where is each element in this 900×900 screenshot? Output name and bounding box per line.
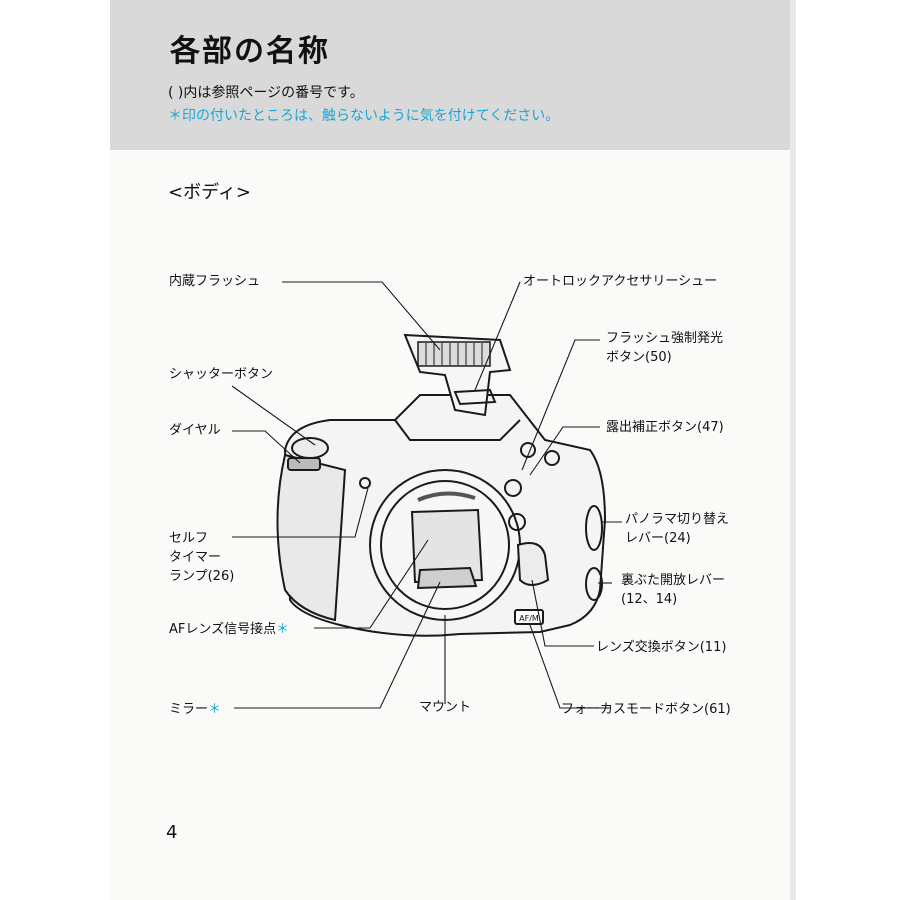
label-lens-release: レンズ交換ボタン(11) bbox=[596, 640, 727, 655]
caution-star: ＊ bbox=[276, 622, 290, 637]
label-exposure-comp: 露出補正ボタン(47) bbox=[606, 420, 724, 435]
label-self-timer-line2: タイマー bbox=[169, 550, 222, 565]
label-autolock-shoe: オートロックアクセサリーシュー bbox=[523, 274, 718, 289]
header-band: 各部の名称 ( )内は参照ページの番号です。 ＊印の付いたところは、触らないよう… bbox=[110, 0, 790, 150]
label-self-timer-line1: セルフ bbox=[169, 531, 209, 546]
caution-note: ＊印の付いたところは、触らないように気を付けてください。 bbox=[168, 108, 560, 124]
label-self-timer-line3: ランプ(26) bbox=[169, 569, 235, 584]
label-shutter-button: シャッターボタン bbox=[169, 367, 274, 382]
label-af-contacts: AFレンズ信号接点＊ bbox=[169, 622, 290, 637]
focus-mode-button-shape bbox=[514, 609, 544, 625]
dial-shape bbox=[287, 457, 321, 471]
label-panorama-line1: パノラマ切り替え bbox=[625, 512, 730, 527]
label-back-cover-line1: 裏ぶた開放レバー bbox=[621, 573, 726, 588]
page-number: 4 bbox=[166, 822, 178, 843]
label-focus-mode: フォーカスモードボタン(61) bbox=[561, 702, 731, 717]
label-mount: マウント bbox=[419, 700, 472, 715]
label-flash-force-line1: フラッシュ強制発光 bbox=[606, 331, 724, 346]
label-dial: ダイヤル bbox=[169, 423, 221, 438]
label-flash-force-line2: ボタン(50) bbox=[606, 350, 672, 365]
page-title: 各部の名称 bbox=[170, 34, 330, 69]
label-back-cover-line2: (12、14) bbox=[621, 592, 678, 607]
label-mirror: ミラー＊ bbox=[169, 702, 222, 717]
section-title: <ボディ> bbox=[168, 182, 251, 203]
caution-star: ＊ bbox=[208, 702, 222, 717]
label-builtin-flash: 内蔵フラッシュ bbox=[169, 274, 261, 289]
label-panorama-line2: レバー(24) bbox=[625, 531, 691, 546]
af-m-marking: AF/M bbox=[519, 614, 539, 623]
reference-note: ( )内は参照ページの番号です。 bbox=[168, 85, 364, 101]
mirror bbox=[410, 508, 484, 584]
